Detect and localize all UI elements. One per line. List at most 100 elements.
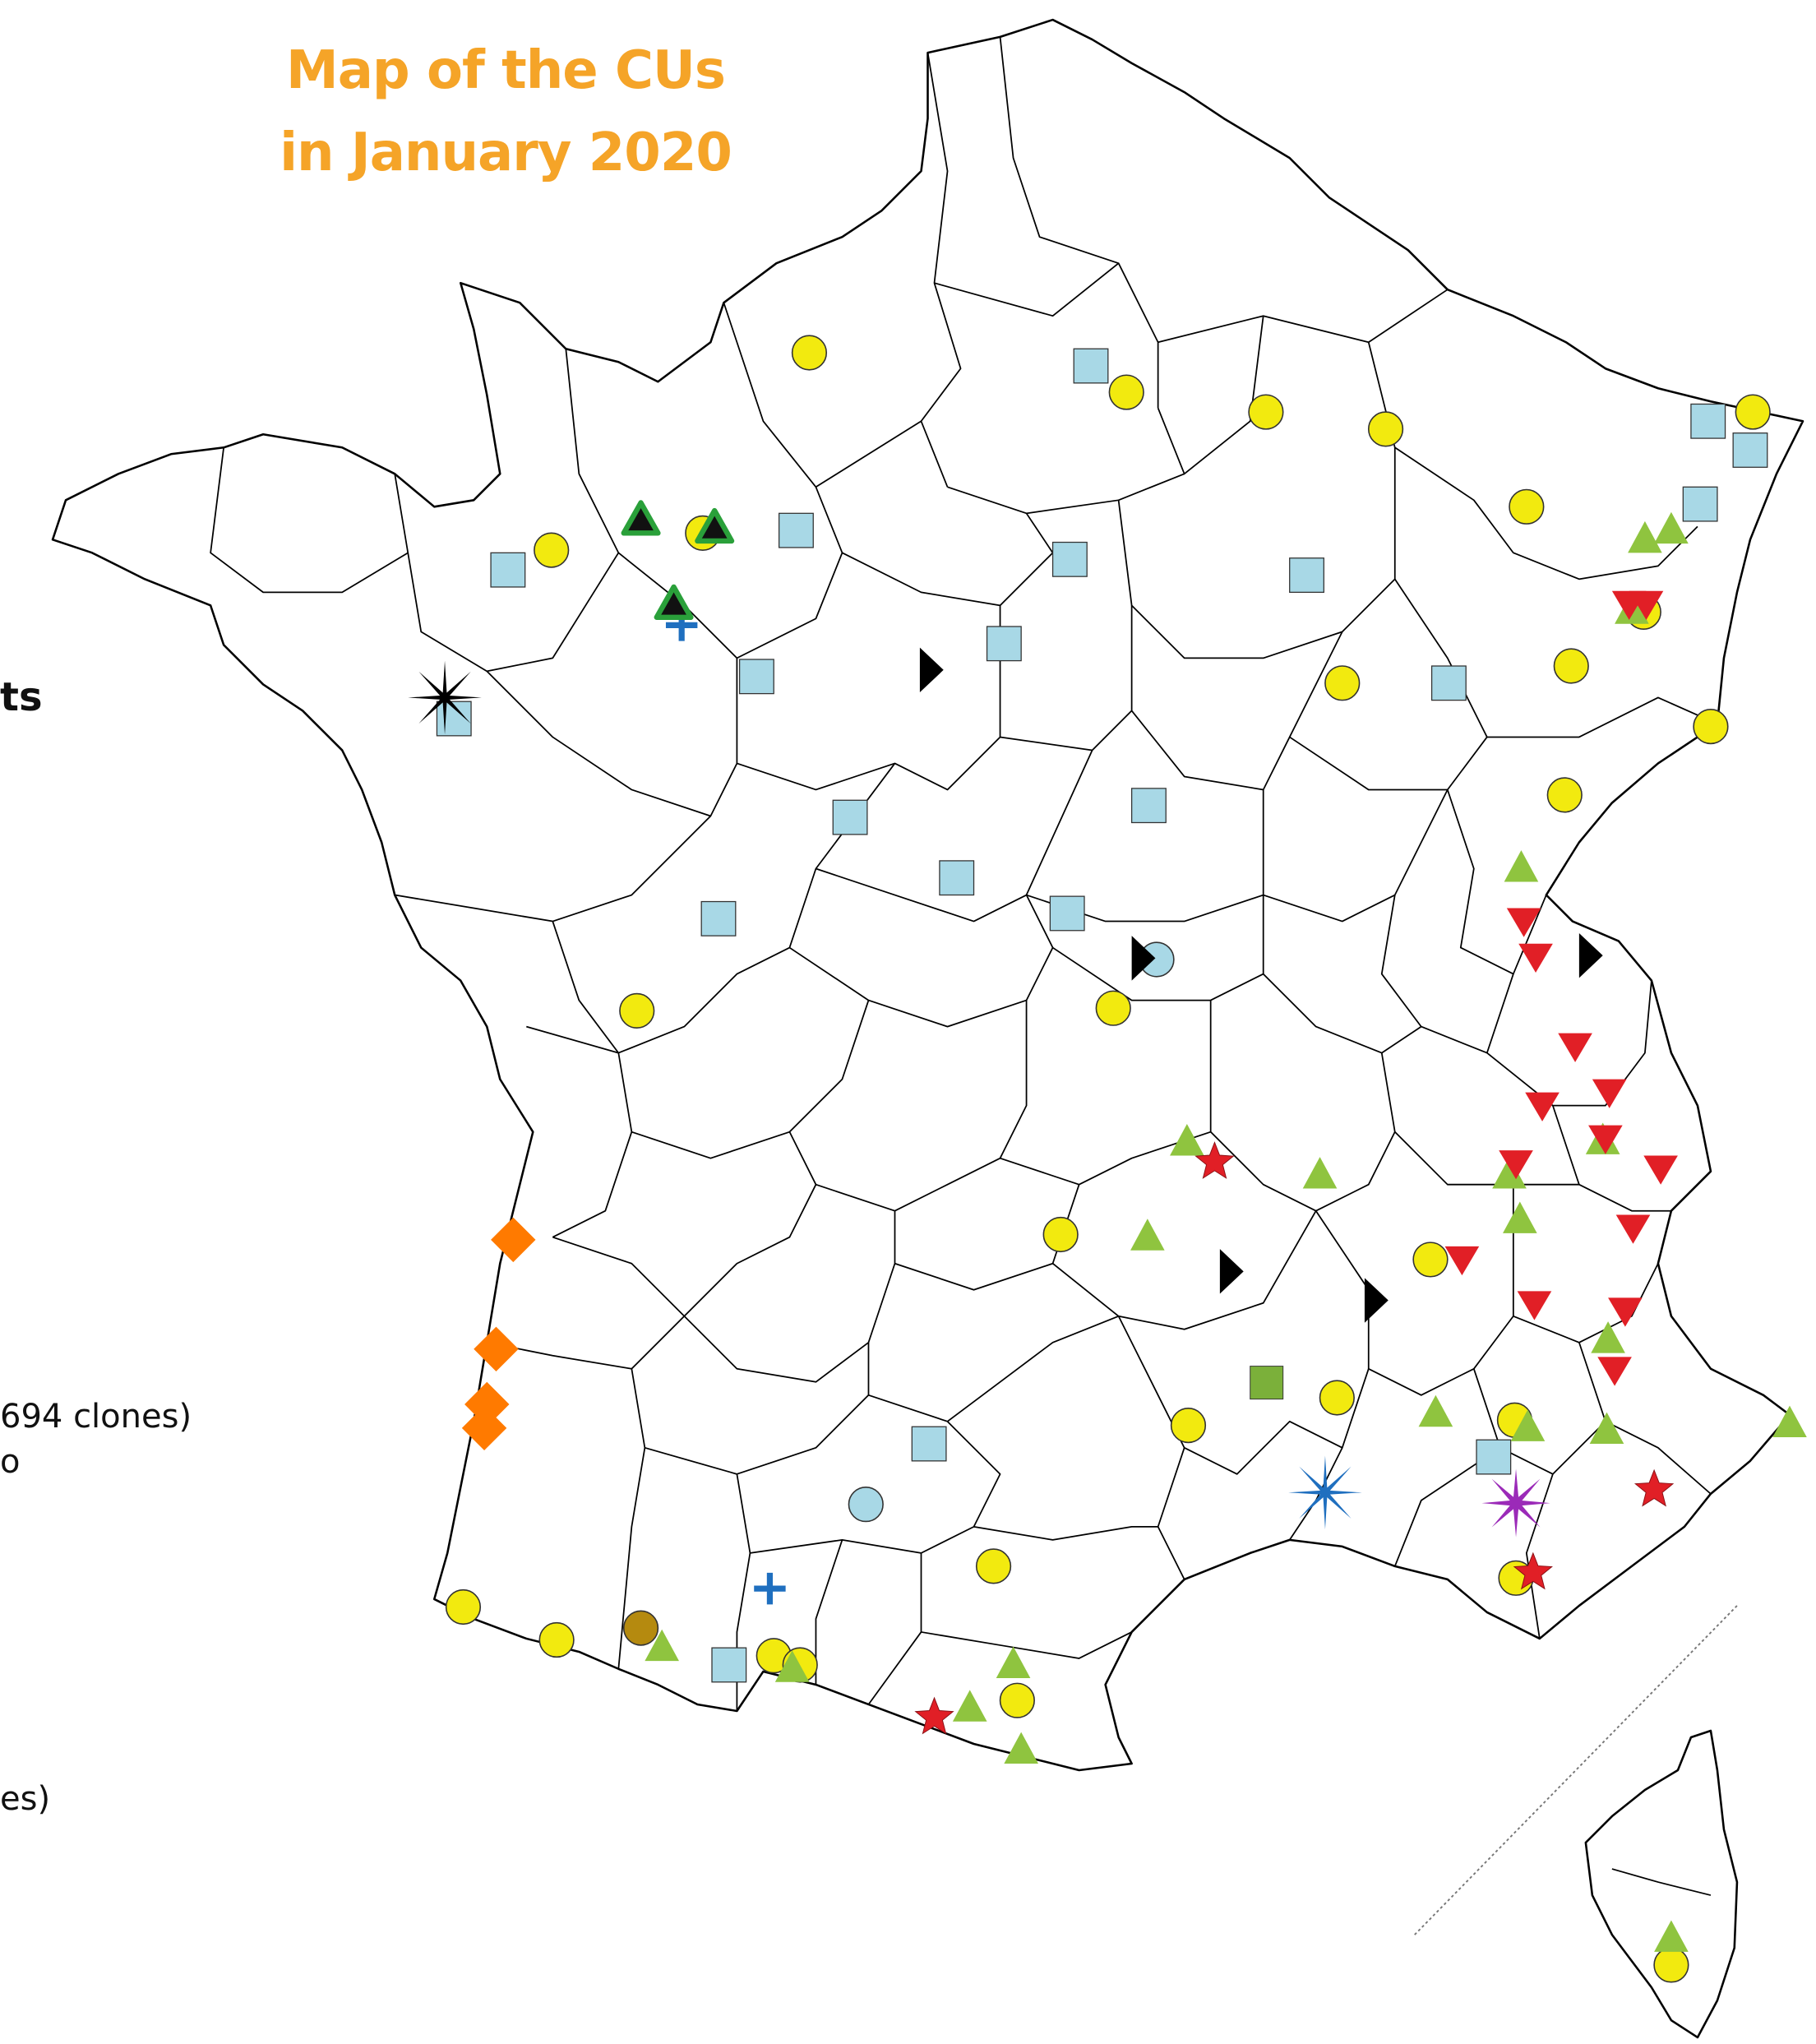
green-triangle-icon bbox=[1130, 1219, 1165, 1251]
red-down-triangle-icon bbox=[1525, 1092, 1560, 1121]
blue-square-icon bbox=[1289, 557, 1324, 594]
legend-entry-fragment: es) bbox=[0, 1780, 51, 1818]
blue-square-icon bbox=[1051, 541, 1088, 577]
black-pennant-icon bbox=[919, 647, 944, 693]
yellow-circle-icon bbox=[1324, 665, 1361, 701]
yellow-circle-icon bbox=[538, 1621, 575, 1658]
black-pennant-icon bbox=[1578, 932, 1603, 978]
green-triangle-icon bbox=[645, 1629, 679, 1662]
green-triangle-icon bbox=[1654, 511, 1689, 544]
yellow-circle-icon bbox=[1546, 777, 1583, 813]
blue-square-icon bbox=[1049, 895, 1085, 932]
legend-fragment: ts 694 clones) o es) bbox=[0, 0, 296, 2044]
red-down-triangle-icon bbox=[1597, 1357, 1632, 1386]
blue-square-icon bbox=[490, 552, 526, 588]
yellow-circle-icon bbox=[1693, 709, 1729, 745]
blue-square-icon bbox=[832, 799, 868, 835]
blue-star-icon bbox=[1288, 1455, 1362, 1530]
red-star-icon bbox=[1513, 1551, 1553, 1590]
purple-star-icon bbox=[1481, 1468, 1550, 1538]
green-triangle-icon bbox=[1654, 1920, 1689, 1952]
red-down-triangle-icon bbox=[1444, 1246, 1480, 1276]
green-triangle-icon bbox=[1170, 1124, 1204, 1156]
blue-square-icon bbox=[700, 900, 737, 936]
map-title-line2: in January 2020 bbox=[280, 123, 732, 183]
red-down-triangle-icon bbox=[1629, 590, 1664, 620]
yellow-circle-icon bbox=[1367, 411, 1404, 447]
yellow-circle-icon bbox=[975, 1548, 1012, 1584]
yellow-circle-icon bbox=[534, 532, 570, 568]
red-down-triangle-icon bbox=[1506, 908, 1541, 937]
blue-square-icon bbox=[738, 659, 774, 695]
blue-square-icon bbox=[1690, 403, 1726, 439]
dark-green-triangle-icon bbox=[695, 507, 735, 544]
red-star-icon bbox=[1194, 1141, 1235, 1179]
green-triangle-icon bbox=[1503, 1201, 1537, 1233]
blue-square-icon bbox=[1073, 348, 1109, 384]
green-triangle-icon bbox=[1591, 1321, 1625, 1353]
yellow-circle-icon bbox=[1108, 374, 1144, 410]
yellow-circle-icon bbox=[1319, 1380, 1355, 1416]
black-pennant-icon bbox=[1364, 1278, 1389, 1323]
blue-square-icon bbox=[1682, 486, 1718, 522]
corsica-department-border bbox=[1611, 1868, 1712, 1896]
map-title: Map of the CUs in January 2020 bbox=[0, 30, 1011, 194]
blue-square-icon bbox=[1732, 432, 1768, 468]
yellow-circle-icon bbox=[1412, 1242, 1449, 1278]
black-pennant-icon bbox=[1131, 936, 1156, 981]
legend-entry-fragment: o bbox=[0, 1443, 21, 1481]
yellow-circle-icon bbox=[1042, 1216, 1079, 1253]
black-pennant-icon bbox=[1219, 1249, 1244, 1294]
dark-green-triangle-icon bbox=[654, 584, 694, 620]
yellow-circle-icon bbox=[1735, 394, 1771, 430]
green-triangle-icon bbox=[1302, 1157, 1338, 1189]
red-down-triangle-icon bbox=[1517, 1291, 1552, 1320]
legend-entry-fragment: 694 clones) bbox=[0, 1398, 192, 1436]
blue-cross-icon bbox=[754, 1572, 786, 1605]
green-triangle-icon bbox=[1492, 1157, 1527, 1189]
map-markers bbox=[408, 335, 1807, 1983]
blue-square-icon bbox=[1130, 788, 1167, 824]
olive-circle-icon bbox=[622, 1610, 659, 1646]
yellow-circle-icon bbox=[791, 335, 828, 371]
green-triangle-icon bbox=[1589, 1412, 1624, 1445]
green-triangle-icon bbox=[996, 1646, 1031, 1678]
red-down-triangle-icon bbox=[1499, 1150, 1533, 1180]
blue-square-icon bbox=[1430, 665, 1467, 701]
corsica-outline bbox=[1584, 1729, 1739, 2039]
yellow-circle-icon bbox=[1248, 394, 1284, 430]
yellow-circle-icon bbox=[1170, 1408, 1207, 1444]
blue-circle-icon bbox=[848, 1487, 884, 1523]
yellow-circle-icon bbox=[999, 1682, 1035, 1718]
yellow-circle-icon bbox=[1553, 648, 1589, 684]
blue-square-icon bbox=[1476, 1439, 1512, 1475]
red-down-triangle-icon bbox=[1518, 943, 1553, 973]
green-triangle-icon bbox=[1628, 520, 1662, 553]
green-triangle-icon bbox=[1004, 1732, 1038, 1764]
yellow-circle-icon bbox=[619, 992, 655, 1029]
blue-square-icon bbox=[986, 626, 1022, 662]
blue-square-icon bbox=[939, 860, 975, 896]
red-down-triangle-icon bbox=[1558, 1033, 1592, 1062]
green-triangle-icon bbox=[952, 1690, 987, 1722]
blue-square-icon bbox=[911, 1426, 947, 1462]
yellow-circle-icon bbox=[1095, 990, 1131, 1026]
legend-heading-fragment: ts bbox=[0, 674, 43, 720]
green-triangle-icon bbox=[1418, 1394, 1453, 1427]
green-triangle-icon bbox=[1504, 850, 1539, 882]
black-star-icon bbox=[408, 660, 482, 735]
green-triangle-icon bbox=[774, 1650, 810, 1682]
red-down-triangle-icon bbox=[1592, 1079, 1627, 1108]
dark-green-triangle-icon bbox=[621, 500, 661, 536]
blue-square-icon bbox=[711, 1647, 747, 1683]
yellow-circle-icon bbox=[1653, 1947, 1689, 1983]
green-triangle-icon bbox=[1772, 1405, 1807, 1438]
yellow-circle-icon bbox=[445, 1588, 482, 1625]
map-title-line1: Map of the CUs bbox=[286, 40, 726, 101]
green-square-icon bbox=[1250, 1366, 1284, 1400]
green-triangle-icon bbox=[1510, 1409, 1546, 1441]
blue-square-icon bbox=[778, 512, 814, 548]
france-outline bbox=[51, 18, 1804, 1772]
red-down-triangle-icon bbox=[1643, 1155, 1678, 1185]
